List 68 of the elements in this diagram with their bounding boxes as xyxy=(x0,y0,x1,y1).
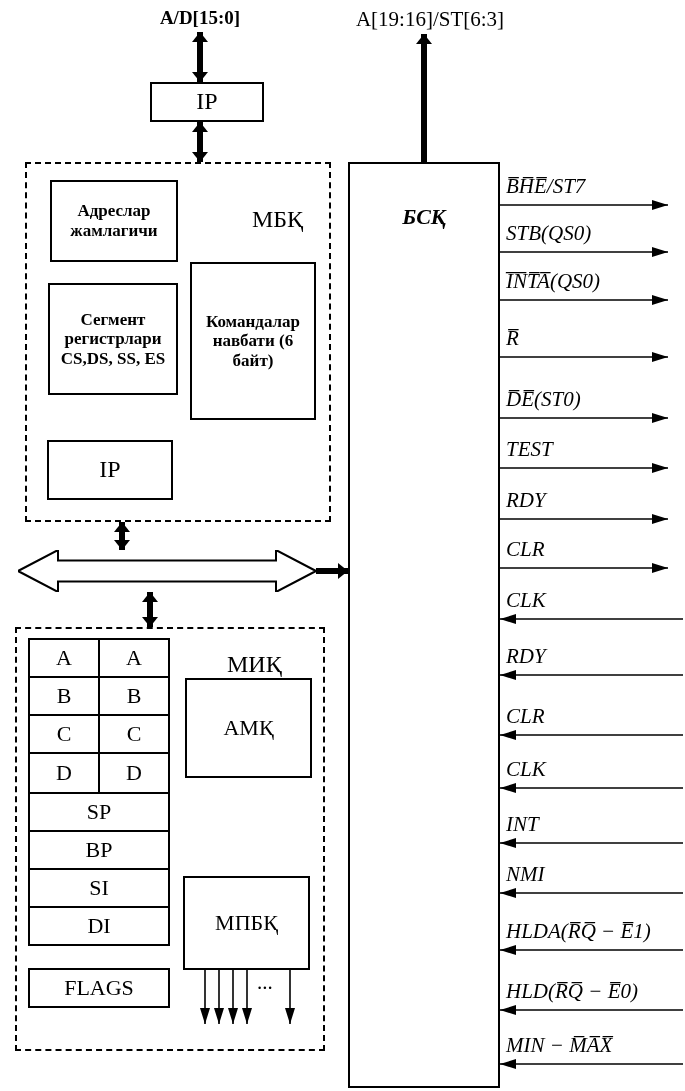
arrow xyxy=(499,838,684,848)
arrow xyxy=(499,352,669,362)
arrow xyxy=(499,730,684,740)
register-box: BP xyxy=(28,830,170,870)
frame-title: МБҚ xyxy=(252,206,304,234)
register-box: FLAGS xyxy=(28,968,170,1008)
arrow xyxy=(285,969,295,1025)
arrow xyxy=(499,670,684,680)
arrow xyxy=(499,413,669,423)
internal-bus xyxy=(18,550,316,592)
block-box: МПБҚ xyxy=(183,876,310,970)
register-box: SP xyxy=(28,792,170,832)
signal-label: R̅ xyxy=(506,328,519,349)
wide-arrow xyxy=(416,34,432,162)
signal-label: HLD(R̅Q̅ − E̅0) xyxy=(506,981,638,1002)
block-box: Адреслар жамлагичи xyxy=(50,180,178,262)
arrow xyxy=(499,247,669,257)
signal-label: NMI xyxy=(506,864,545,885)
signal-label: CLK xyxy=(506,759,546,780)
signal-label: STB(QS0) xyxy=(506,223,592,244)
signal-label: TEST xyxy=(506,439,553,460)
double-arrow xyxy=(114,522,130,550)
arrow xyxy=(499,888,684,898)
block-box: АМҚ xyxy=(185,678,312,778)
arrow xyxy=(499,463,669,473)
bus-label: A[19:16]/ST[6:3] xyxy=(340,4,520,34)
arrow xyxy=(499,614,684,624)
signal-label: HLDA(R̅Q̅ − E̅1) xyxy=(506,921,651,942)
signal-label: CLK xyxy=(506,590,546,611)
signal-label: D̅E̅(ST0) xyxy=(506,389,581,410)
register-box: A xyxy=(28,638,100,678)
arrow xyxy=(499,1005,684,1015)
arrow xyxy=(242,969,252,1025)
double-arrow xyxy=(142,592,158,627)
signal-label: CLR xyxy=(506,706,545,727)
signal-label: INT xyxy=(506,814,539,835)
arrow xyxy=(499,295,669,305)
signal-label: CLR xyxy=(506,539,545,560)
double-arrow xyxy=(192,122,208,162)
arrow xyxy=(499,1059,684,1069)
signal-label: B̅H̅E̅/ST7 xyxy=(506,176,586,197)
arrow xyxy=(499,945,684,955)
double-arrow xyxy=(192,32,208,82)
signal-label: RDY xyxy=(506,646,546,667)
block-box: Сегмент регистрлари CS,DS, SS, ES xyxy=(48,283,178,395)
arrow xyxy=(228,969,238,1025)
ellipsis-label: ... xyxy=(257,972,273,993)
register-box: IP xyxy=(47,440,173,500)
arrow xyxy=(200,969,210,1025)
wide-arrow xyxy=(316,563,348,579)
arrow xyxy=(214,969,224,1025)
frame-title: МИҚ xyxy=(227,651,282,679)
arrow xyxy=(499,514,669,524)
register-box: SI xyxy=(28,868,170,908)
bus-label: A/D[15:0] xyxy=(150,4,250,32)
signal-label: RDY xyxy=(506,490,546,511)
dashed-frame xyxy=(25,162,331,522)
register-box: IP xyxy=(150,82,264,122)
arrow xyxy=(499,783,684,793)
arrow xyxy=(499,563,669,573)
arrow xyxy=(499,200,669,210)
register-box: DI xyxy=(28,906,170,946)
signal-label: MIN − M̅A̅X̅ xyxy=(506,1035,613,1056)
block-box: Командалар навбати (6 байт) xyxy=(190,262,316,420)
block-box: БСҚ xyxy=(348,162,500,1088)
signal-label: I̅N̅T̅A̅(QS0) xyxy=(506,271,601,292)
dashed-frame xyxy=(15,627,325,1051)
register-box: A xyxy=(98,638,170,678)
